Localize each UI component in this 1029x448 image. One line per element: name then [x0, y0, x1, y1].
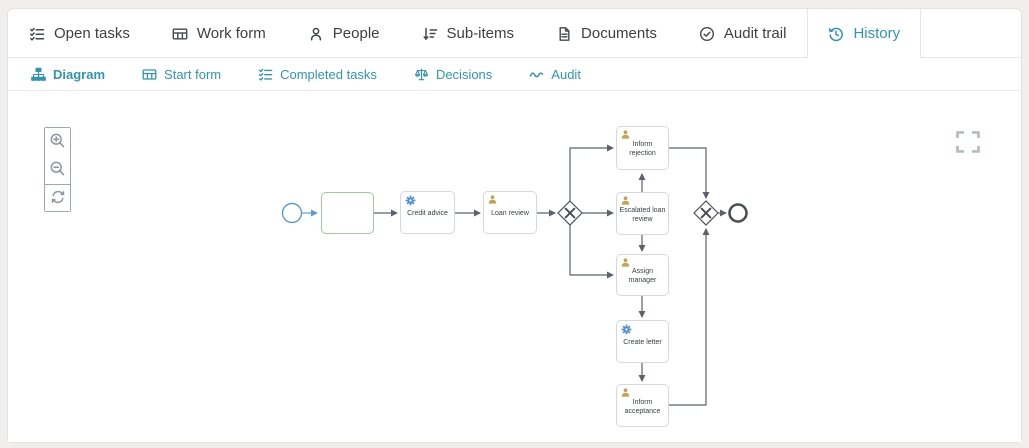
task-node-loan-review[interactable]: Loan review: [483, 191, 537, 234]
form-icon: [172, 26, 188, 42]
fullscreen-icon: [956, 130, 980, 156]
user-icon: [488, 195, 497, 204]
subtab-completed-tasks[interactable]: Completed tasks: [258, 67, 377, 82]
exclusive-gateway: [557, 200, 583, 226]
user-icon: [621, 130, 630, 139]
bpmn-diagram-canvas[interactable]: Credit advice Loan review Inform rejecti…: [8, 91, 1021, 442]
subtab-label: Decisions: [435, 66, 493, 82]
gear-icon: [405, 195, 416, 206]
task-node-inform-acceptance[interactable]: Inform acceptance: [616, 384, 669, 427]
fullscreen-button[interactable]: [955, 130, 981, 156]
main-tab-bar: Open tasks Work form People: [8, 9, 1021, 58]
gear-icon: [621, 324, 632, 335]
user-icon: [621, 196, 630, 205]
zoom-controls: [44, 127, 71, 212]
subtab-decisions[interactable]: Decisions: [414, 67, 492, 82]
task-node-create-letter[interactable]: Create letter: [616, 320, 669, 363]
task-node-escalated-loan-review[interactable]: Escalated loan review: [616, 192, 669, 235]
subtab-label: Start form: [164, 66, 222, 82]
task-node-credit-advice[interactable]: Credit advice: [400, 191, 455, 234]
task-label: Loan review: [491, 209, 529, 217]
tab-documents[interactable]: Documents: [535, 9, 678, 58]
task-node-assign-manager[interactable]: Assign manager: [616, 254, 669, 296]
checklist-icon: [258, 67, 273, 82]
reset-zoom-button[interactable]: [45, 184, 70, 211]
task-detail-card: Open tasks Work form People: [7, 8, 1022, 443]
tab-history[interactable]: History: [807, 9, 922, 58]
form-icon: [142, 67, 157, 82]
tab-people[interactable]: People: [287, 9, 401, 58]
tab-label: Open tasks: [54, 25, 130, 42]
subtab-start-form[interactable]: Start form: [142, 67, 221, 82]
tab-bar-divider: [8, 57, 1021, 58]
sort-desc-icon: [422, 26, 438, 42]
subtab-label: Diagram: [53, 66, 106, 82]
tab-label: History: [853, 25, 901, 42]
end-event: [728, 203, 748, 223]
task-node-inform-rejection[interactable]: Inform rejection: [616, 126, 669, 170]
tab-work-form[interactable]: Work form: [151, 9, 287, 58]
zoom-out-icon: [49, 160, 66, 180]
wave-icon: [529, 67, 544, 82]
start-event: [281, 202, 303, 224]
history-sub-nav: Diagram Start form Completed tasks: [8, 58, 1021, 91]
task-label: Create letter: [623, 338, 662, 346]
zoom-in-icon: [49, 132, 66, 152]
subtab-label: Completed tasks: [280, 66, 377, 82]
task-label: Inform rejection: [629, 141, 656, 158]
subtab-audit[interactable]: Audit: [529, 67, 581, 82]
tab-label: Sub-items: [446, 25, 515, 42]
bpmn-flow-lines: [281, 144, 748, 406]
zoom-out-button[interactable]: [45, 156, 70, 184]
shield-check-icon: [699, 26, 715, 42]
task-label: Escalated loan review: [619, 206, 666, 224]
tab-label: People: [332, 25, 380, 42]
checklist-icon: [29, 26, 45, 42]
tab-label: Audit trail: [723, 25, 787, 42]
scale-icon: [414, 67, 429, 82]
reset-zoom-icon: [50, 189, 66, 208]
tab-label: Work form: [196, 25, 266, 42]
document-icon: [556, 26, 572, 42]
user-icon: [621, 258, 630, 267]
task-label: Credit advice: [407, 209, 448, 217]
tab-open-tasks[interactable]: Open tasks: [8, 9, 151, 58]
exclusive-gateway: [693, 200, 719, 226]
person-icon: [308, 26, 324, 42]
tab-sub-items[interactable]: Sub-items: [401, 9, 536, 58]
tab-audit-trail[interactable]: Audit trail: [678, 9, 808, 58]
user-icon: [621, 388, 630, 397]
history-icon: [828, 26, 844, 42]
task-label: Assign manager: [628, 268, 657, 285]
tab-label: Documents: [581, 25, 657, 42]
subtab-diagram[interactable]: Diagram: [31, 67, 105, 82]
subtab-label: Audit: [551, 66, 581, 82]
zoom-in-button[interactable]: [45, 128, 70, 156]
task-label: Inform acceptance: [624, 398, 661, 416]
sitemap-icon: [31, 67, 46, 82]
task-node-current[interactable]: [321, 192, 374, 234]
